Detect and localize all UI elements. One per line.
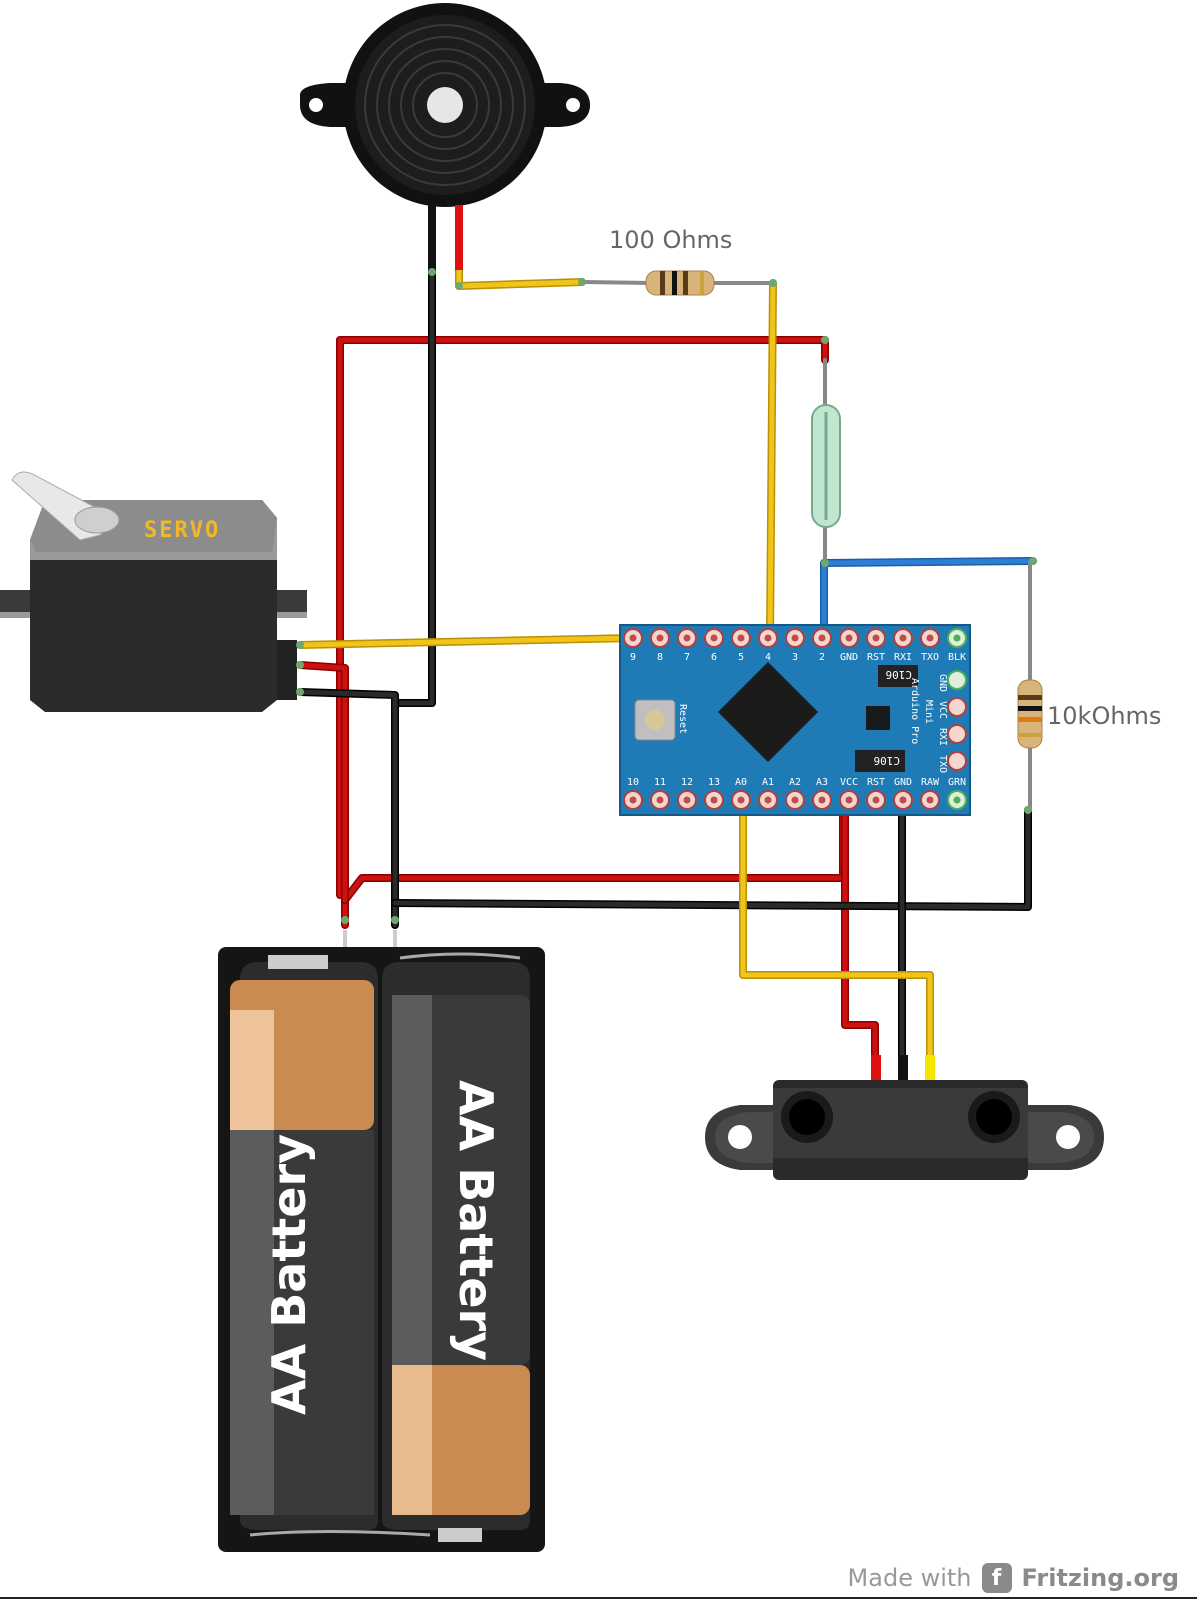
- right-pin-label-1: VCC: [937, 701, 948, 719]
- resistor-10k-ohm: [1017, 679, 1043, 749]
- right-pin-pad-1: [947, 697, 967, 717]
- bottom-border: [0, 1597, 1197, 1599]
- battery-left-label: AA Battery: [262, 1134, 316, 1415]
- top-pin-hole-7: [818, 634, 826, 642]
- wire-black-gnd-bus: [391, 806, 1032, 911]
- bottom-pin-label-9: RST: [867, 777, 885, 788]
- battery-holder: AA Battery AA Battery: [218, 930, 545, 1552]
- bottom-pin-label-0: 10: [627, 777, 639, 788]
- right-pin-label-2: RXI: [937, 728, 948, 746]
- top-pin-label-5: 4: [765, 652, 771, 663]
- bottom-pin-hole-7: [818, 796, 826, 804]
- top-pin-hole-6: [791, 634, 799, 642]
- top-pin-row: 9 8 7 6 5 4 3 2 GND RST RXI TXO BLK: [623, 628, 967, 663]
- battery-right-label: AA Battery: [449, 1080, 503, 1361]
- top-pin-hole-9: [872, 634, 880, 642]
- top-pin-hole-0: [629, 634, 637, 642]
- fritzing-logo-icon: f: [981, 1563, 1012, 1593]
- reset-label: Reset: [677, 704, 688, 734]
- top-pin-hole-2: [683, 634, 691, 642]
- top-pin-hole-12: [953, 634, 961, 642]
- bottom-pin-label-1: 11: [654, 777, 666, 788]
- right-pin-pad-0: [947, 670, 967, 690]
- board-name-line-2: Mini: [923, 700, 934, 724]
- bottom-pin-label-4: A0: [735, 777, 747, 788]
- wire-connectors: [296, 268, 1037, 924]
- top-pin-label-9: RST: [867, 652, 885, 663]
- chip-top-label: C106: [886, 668, 913, 681]
- ir-distance-sensor: [705, 1055, 1104, 1180]
- bottom-pin-hole-11: [926, 796, 934, 804]
- top-pin-label-3: 6: [711, 652, 717, 663]
- bottom-pin-label-6: A2: [789, 777, 801, 788]
- right-pin-label-0: GND: [937, 674, 948, 692]
- top-pin-label-0: 9: [630, 652, 636, 663]
- bottom-pin-hole-5: [764, 796, 772, 804]
- bottom-pin-label-10: GND: [894, 777, 912, 788]
- top-pin-hole-8: [845, 634, 853, 642]
- top-pin-label-10: RXI: [894, 652, 912, 663]
- bottom-pin-hole-6: [791, 796, 799, 804]
- right-pin-column: GND VCC RXI TXO: [937, 670, 967, 773]
- bottom-pin-hole-9: [872, 796, 880, 804]
- top-pin-hole-3: [710, 634, 718, 642]
- bottom-pin-hole-0: [629, 796, 637, 804]
- right-pin-pad-3: [947, 751, 967, 771]
- top-pin-label-1: 8: [657, 652, 663, 663]
- battery-right: AA Battery: [392, 995, 530, 1515]
- reed-switch: [811, 404, 841, 528]
- wire-red-sensor: [841, 796, 879, 1074]
- bottom-pin-label-2: 12: [681, 777, 693, 788]
- chip-bottom-label: C106: [874, 754, 901, 767]
- arduino-pro-mini-board: C106 C106 Reset Arduino Pro Mini 9 8 7 6 5 4 3…: [619, 624, 971, 816]
- top-pin-hole-11: [926, 634, 934, 642]
- bottom-pin-hole-3: [710, 796, 718, 804]
- resistor-100-ohm-label: 100 Ohms: [609, 226, 732, 254]
- top-pin-hole-10: [899, 634, 907, 642]
- top-pin-label-7: 2: [819, 652, 825, 663]
- top-pin-hole-4: [737, 634, 745, 642]
- fritzing-brand: Fritzing.org: [1021, 1564, 1179, 1592]
- bottom-pin-label-7: A3: [816, 777, 828, 788]
- bottom-pin-hole-1: [656, 796, 664, 804]
- resistor-10k-ohm-label: 10kOhms: [1047, 702, 1161, 730]
- top-pin-label-11: TXO: [921, 652, 939, 663]
- bottom-pin-label-11: RAW: [921, 777, 940, 788]
- resistor-100-ohm: [645, 270, 715, 296]
- bottom-pin-hole-12: [953, 796, 961, 804]
- top-pin-label-6: 3: [792, 652, 798, 663]
- piezo-buzzer: [300, 3, 590, 275]
- servo-motor: SERVO: [0, 471, 307, 712]
- bottom-pin-label-3: 13: [708, 777, 720, 788]
- wire-black-buzzer: [391, 266, 436, 707]
- bottom-pin-hole-4: [737, 796, 745, 804]
- made-with-text: Made with: [847, 1564, 972, 1592]
- top-pin-label-8: GND: [840, 652, 858, 663]
- top-pin-label-4: 5: [738, 652, 744, 663]
- bottom-pin-label-5: A1: [762, 777, 774, 788]
- bottom-pin-label-8: VCC: [840, 777, 858, 788]
- bottom-pin-hole-2: [683, 796, 691, 804]
- bottom-pin-hole-10: [899, 796, 907, 804]
- bottom-pin-row: 10 11 12 13 A0 A1 A2 A3 VCC RST GND RAW GRN: [623, 777, 967, 810]
- top-pin-label-12: BLK: [948, 652, 966, 663]
- right-pin-label-3: TXO: [937, 755, 948, 773]
- top-pin-label-2: 7: [684, 652, 690, 663]
- bottom-pin-label-12: GRN: [948, 777, 966, 788]
- battery-left: AA Battery: [230, 980, 374, 1515]
- right-pin-pad-2: [947, 724, 967, 744]
- bottom-pin-hole-8: [845, 796, 853, 804]
- top-pin-hole-1: [656, 634, 664, 642]
- top-pin-hole-5: [764, 634, 772, 642]
- board-name-line-1: Arduino Pro: [909, 678, 920, 744]
- fritzing-credit: Made with f Fritzing.org: [848, 1563, 1179, 1593]
- servo-label: SERVO: [144, 518, 220, 543]
